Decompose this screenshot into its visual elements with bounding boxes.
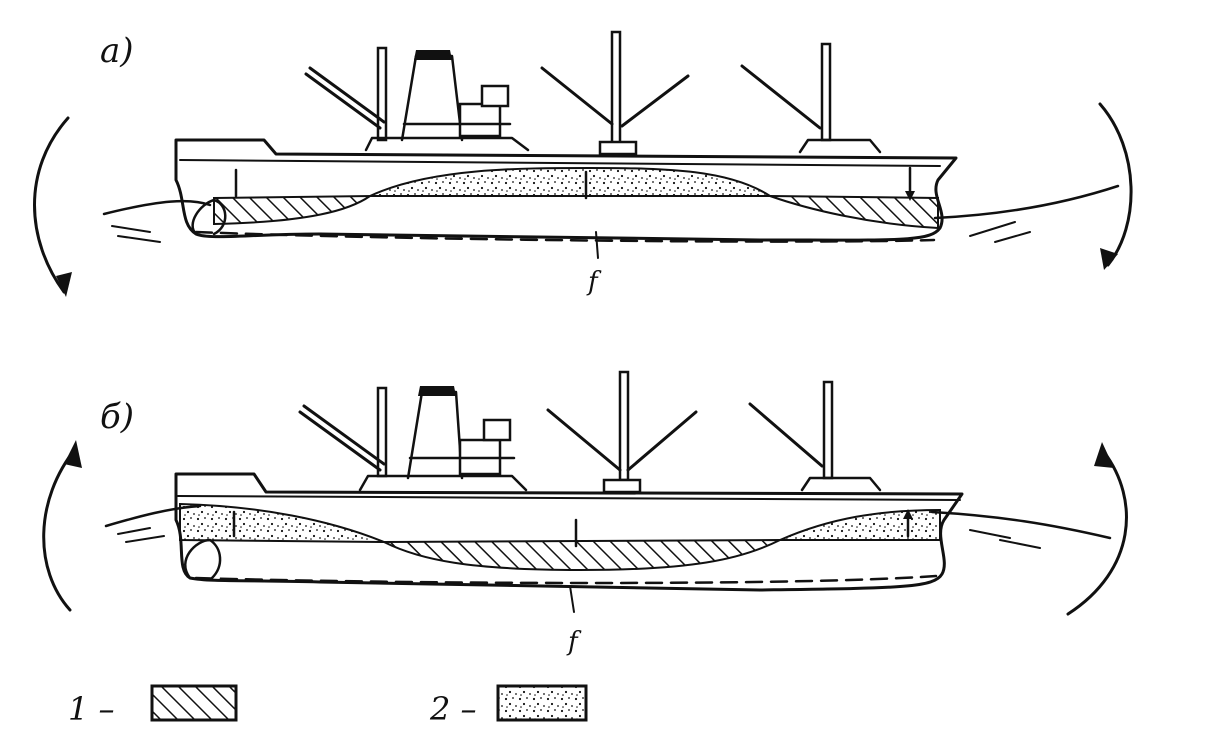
superstructure — [364, 50, 882, 156]
stress-arrows — [232, 512, 908, 548]
right-bending-arrow — [1098, 102, 1133, 267]
deflection-leader — [595, 231, 599, 259]
stress-arrows — [234, 166, 910, 198]
tension-zone-fore — [779, 508, 941, 541]
left-arrowhead — [56, 272, 72, 297]
rigging — [298, 370, 834, 482]
left-bending-arrow — [33, 116, 70, 294]
panel-b: б) — [42, 370, 1128, 657]
compression-zone-aft — [213, 194, 374, 226]
left-arrowhead — [64, 440, 82, 468]
compression-zone-fore — [769, 195, 939, 230]
legend-2-swatch — [496, 684, 588, 722]
left-bending-arrow — [42, 446, 78, 612]
tension-zone-aft — [179, 502, 385, 543]
panel-b-label: б) — [100, 397, 134, 437]
panel-a: a) — [33, 30, 1133, 297]
legend: 1 – 2 – — [68, 684, 588, 728]
deflection-label: f — [566, 627, 582, 657]
wave-line — [102, 184, 1120, 220]
deflection-line — [194, 230, 936, 243]
deflection-label: f — [586, 267, 602, 297]
water-dashes — [111, 221, 1031, 243]
right-arrowhead — [1094, 442, 1114, 468]
compression-zone-mid — [383, 539, 781, 572]
rigging — [304, 30, 832, 146]
deflection-line — [194, 574, 938, 585]
legend-1-swatch — [150, 684, 238, 722]
stress-diagram — [179, 502, 941, 572]
water-dashes — [117, 527, 1041, 549]
right-arrowhead — [1100, 248, 1118, 270]
right-bending-arrow — [1066, 450, 1128, 616]
superstructure — [358, 386, 882, 494]
stress-diagram — [213, 166, 939, 230]
deflection-leader — [569, 585, 575, 613]
legend-1-number: 1 – — [68, 690, 115, 728]
tension-zone-mid — [369, 166, 774, 197]
panel-a-label: a) — [100, 31, 134, 71]
legend-2-number: 2 – — [429, 690, 477, 728]
